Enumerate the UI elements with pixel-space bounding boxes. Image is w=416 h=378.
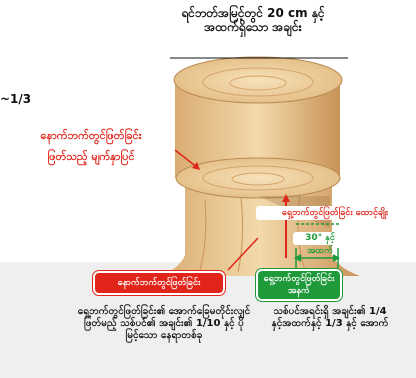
parallel-cut-label: ဖြတ်သည့် မျက်နှာပြင် — [47, 150, 135, 163]
back-cut-label: နောက်ဘက်တွင်ဖြတ်ခြင်း — [40, 129, 142, 142]
angle-label: 30° နှင့်အထက် — [293, 232, 347, 256]
lower-stump — [160, 178, 360, 276]
caption-right: သစ်ပင်အရင်းရှိ အချင်း၏ 1/4 နှင့်အထက်နှင့… — [271, 306, 389, 329]
upper-log — [175, 80, 340, 178]
caption-left: ရှေ့ဘက်တွင်ဖြတ်ခြင်း၏ အောက်ခြေမတိုင်းလျှ… — [77, 306, 251, 341]
fraction-label: ~1/3 — [0, 92, 32, 106]
back-cut-tag: နောက်ဘက်တွင်ဖြတ်ခြင်း — [93, 271, 225, 295]
front-cut-angle-label: ရှေ့ဘက်တွင်ဖြတ်ခြင်း ထောင့်ချိုး — [256, 206, 414, 220]
diameter-title: ရင်ဘတ်အမြင့်တွင် 20 cm နှင့်အထက်ရှိသော အ… — [181, 6, 325, 34]
cut-face — [175, 157, 341, 199]
front-cut-depth-tag: ရှေ့ဘက်တွင်ဖြတ်ခြင်း အနက် — [256, 269, 342, 301]
